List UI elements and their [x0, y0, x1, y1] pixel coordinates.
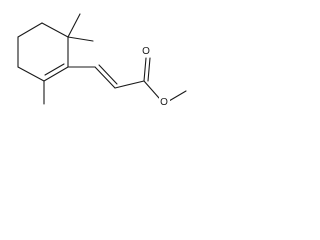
ring-double-bond-inner — [44, 63, 65, 76]
ring-bond-c3-c4 — [43, 66, 69, 82]
carbonyl-oxygen-mask — [141, 44, 152, 57]
ring-bond-c6-c1 — [17, 22, 43, 38]
alkene-bond — [94, 66, 116, 89]
carbonyl-bond-inner — [147, 57, 151, 82]
methoxy-bond — [168, 90, 187, 102]
chemical-structure: O O — [17, 13, 187, 108]
ring-bond-c1-c2 — [41, 22, 69, 38]
alkene-bond-inner — [98, 64, 118, 85]
ester-oxygen-mask — [159, 95, 170, 108]
gem-methyl-bond-2 — [67, 36, 94, 42]
gem-methyl-bond-1 — [67, 13, 81, 38]
ring-bond-c4-c5 — [17, 66, 45, 82]
ester-oxygen-label: O — [160, 97, 168, 108]
ester-bond — [143, 80, 160, 99]
carbonyl-oxygen-label: O — [142, 46, 150, 57]
side-chain-bond-2 — [114, 80, 145, 89]
carbonyl-bond — [143, 57, 147, 82]
